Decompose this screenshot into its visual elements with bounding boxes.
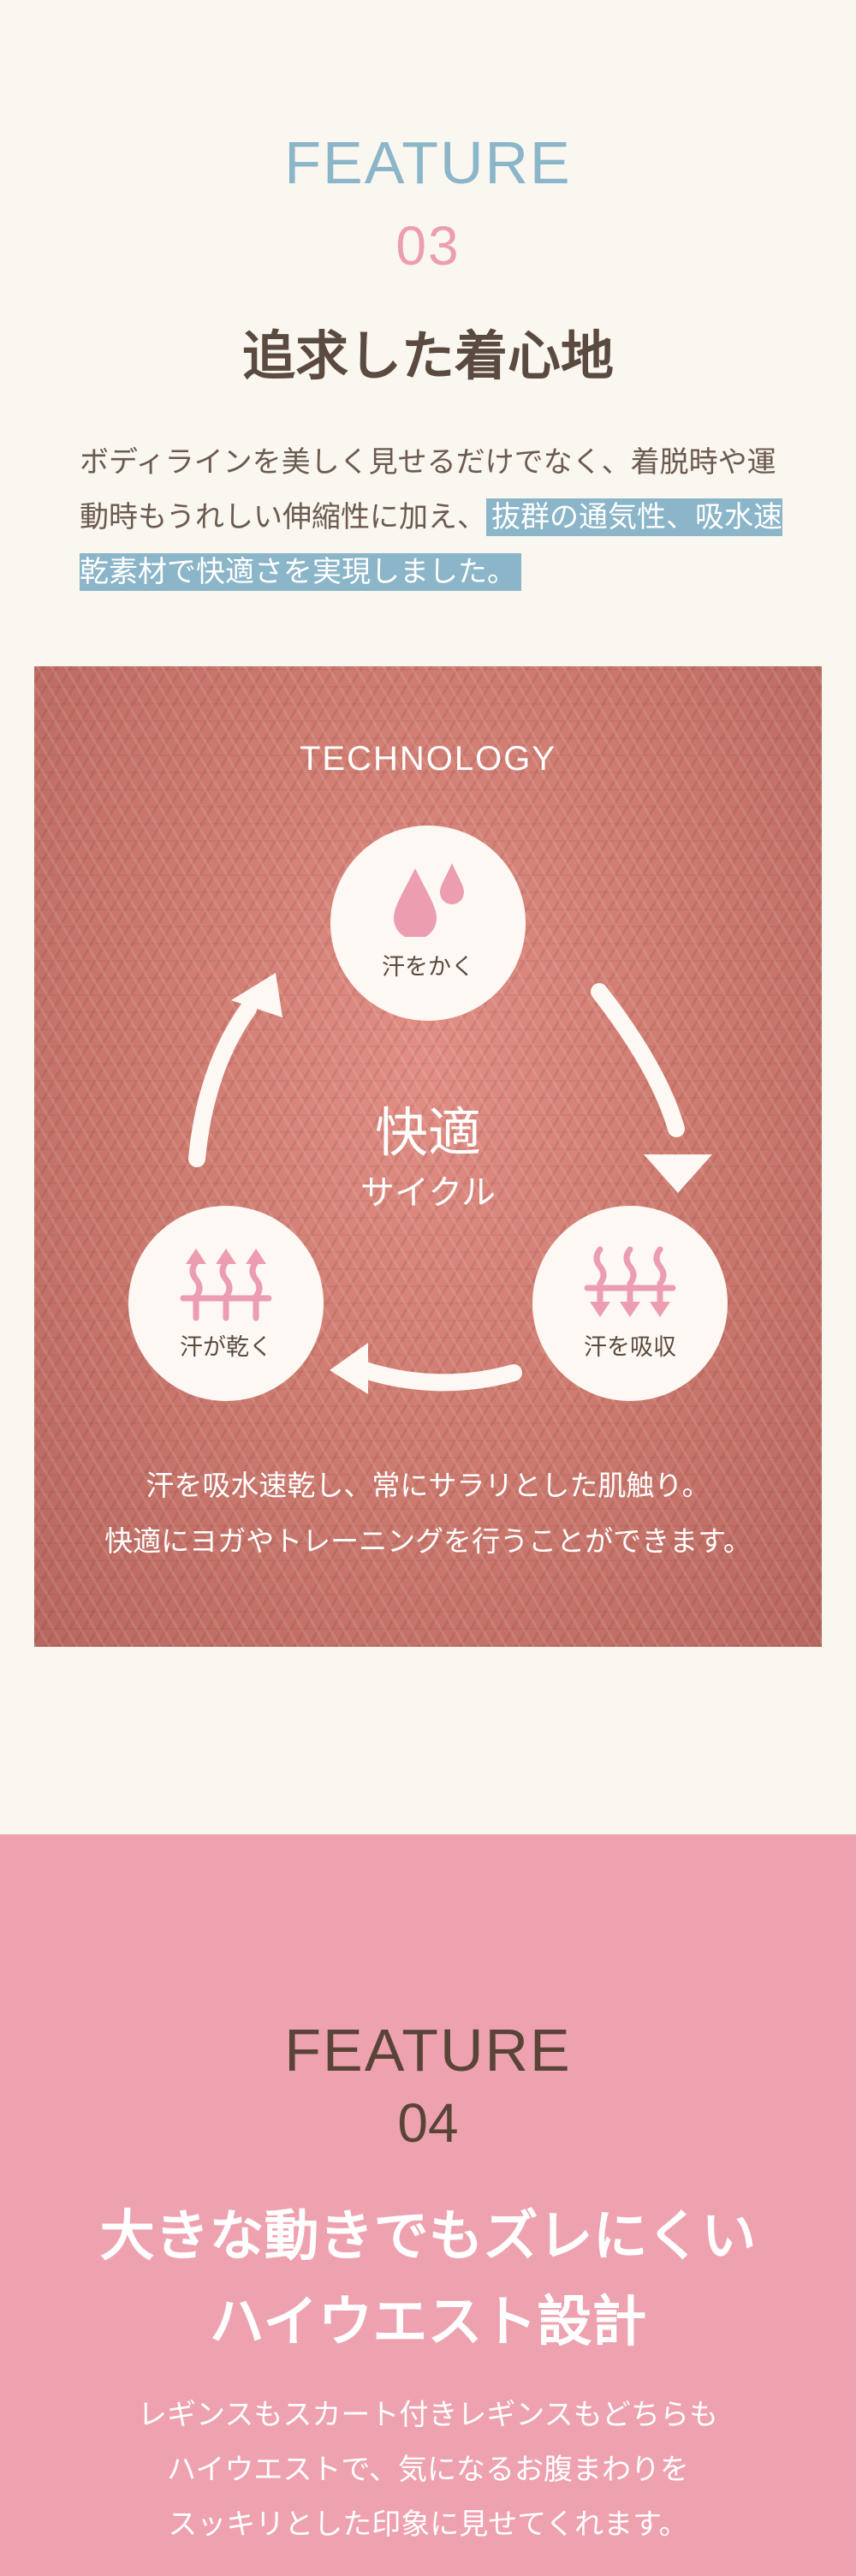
arrow-dry-to-sweat — [188, 1000, 257, 1167]
feature-04-section: FEATURE 04 大きな動きでもズレにくい ハイウエスト設計 レギンスもスカ… — [0, 1834, 856, 2576]
technology-description-line: 快適にヨガやトレーニングを行うことができます。 — [104, 1524, 752, 1558]
droplets-icon — [394, 863, 464, 937]
feature-title: 追求した着心地 — [241, 325, 614, 387]
step-dry: 汗が乾く — [128, 1206, 324, 1401]
feature-label: FEATURE — [284, 2017, 572, 2084]
arrow-absorb-to-dry — [351, 1360, 522, 1392]
arrowhead-dry — [330, 1343, 368, 1394]
step-absorb: 汗を吸収 — [532, 1206, 728, 1401]
technology-description-line: 汗を吸水速乾し、常にサラリとした肌触り。 — [146, 1469, 710, 1502]
feature-label: FEATURE — [284, 129, 572, 196]
feature-title-line: 大きな動きでもズレにくい — [99, 2205, 757, 2269]
feature-03-section: FEATURE 03 追求した着心地 ボディラインを美しく見せるだけでなく、着脱… — [34, 129, 822, 1647]
feature-description-line: レギンスもスカート付きレギンスもどちらも — [138, 2398, 718, 2432]
arrowhead-absorb — [644, 1154, 712, 1193]
technology-panel: TECHNOLOGY 汗をかく — [34, 666, 822, 1647]
technology-label: TECHNOLOGY — [299, 740, 557, 778]
feature-description-line: スッキリとした印象に見せてくれます。 — [168, 2507, 688, 2542]
feature-title-line: ハイウエスト設計 — [209, 2291, 647, 2354]
feature-description-line: ハイウエストで、気になるお腹まわりを — [167, 2453, 689, 2487]
step-label: 汗が乾く — [180, 1334, 272, 1361]
arrow-sweat-to-absorb — [591, 983, 685, 1137]
cycle-subtitle: サイクル — [360, 1173, 496, 1213]
step-label: 汗を吸収 — [584, 1334, 676, 1361]
step-sweat: 汗をかく — [330, 826, 526, 1021]
description-text: ボディラインを美しく見せるだけでなく、着脱時や運動時もうれしい伸縮性に加え、 — [80, 445, 776, 534]
feature-number: 03 — [395, 215, 461, 277]
step-label: 汗をかく — [382, 954, 474, 981]
feature-number: 04 — [397, 2092, 459, 2154]
absorb-arrows-icon — [584, 1246, 676, 1317]
dry-arrows-icon — [180, 1249, 272, 1321]
cycle-title: 快適 — [374, 1101, 481, 1164]
cycle-arrows — [188, 973, 712, 1394]
feature-description: ボディラインを美しく見せるだけでなく、着脱時や運動時もうれしい伸縮性に加え、抜群… — [80, 435, 790, 599]
arrowhead-sweat — [231, 973, 282, 1017]
